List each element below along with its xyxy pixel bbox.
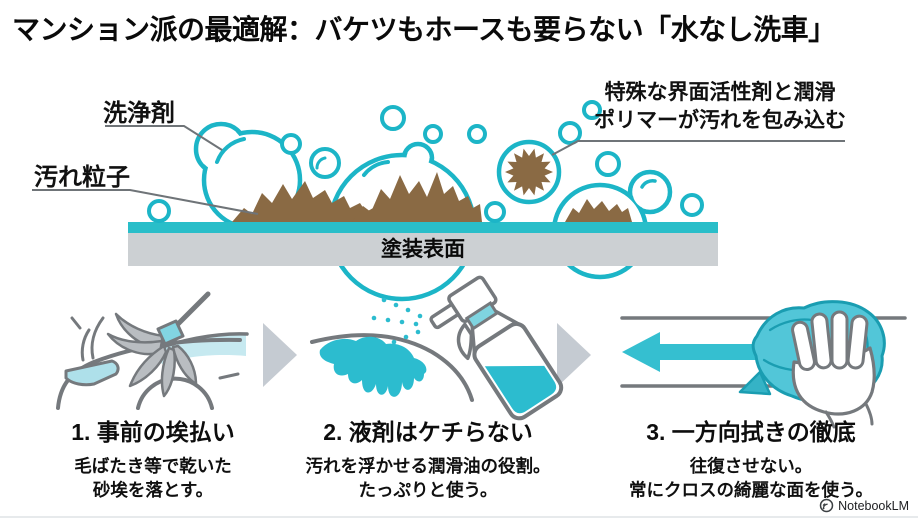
callout-line-2: ポリマーが汚れを包み込む xyxy=(594,109,846,132)
page-title: マンション派の最適解：バケツもホースも要らない「水なし洗車」 xyxy=(12,14,836,45)
feather-duster-car-icon xyxy=(56,291,249,410)
watermark-brand: NotebookLM xyxy=(838,498,909,513)
small-bubbles xyxy=(147,100,704,223)
step-1-desc-line-2: 砂埃を落とす。 xyxy=(92,480,214,501)
leader-lines xyxy=(32,125,845,215)
dirt-particle-label: 汚れ粒子 xyxy=(34,164,130,191)
encapsulated-dirt-bubble xyxy=(496,139,562,205)
paint-surface xyxy=(128,222,718,266)
spray-bottle-icon xyxy=(310,275,564,421)
surfactant-callout: 特殊な界面活性剤と潤滑 ポリマーが汚れを包み込む xyxy=(563,79,877,135)
dirt-particles-on-surface xyxy=(232,172,632,222)
step-2: 2. 液剤はケチらない 汚れを浮かせる潤滑油の役割。 たっぷりと使う。 xyxy=(288,413,568,502)
arrow-step1-to-step2 xyxy=(263,323,297,387)
step-3-desc-line-2: 常にクロスの綺麗な面を使う。 xyxy=(629,480,873,501)
step-1-title: 1. 事前の埃払い xyxy=(71,419,235,445)
wiping-hand-cloth-icon xyxy=(620,300,907,429)
notebooklm-logo-icon xyxy=(819,498,834,513)
step-2-desc-line-1: 汚れを浮かせる潤滑油の役割。 xyxy=(305,456,551,476)
spray-mist-dots xyxy=(371,297,423,350)
callout-line-1: 特殊な界面活性剤と潤滑 xyxy=(604,81,836,104)
step-3-title: 3. 一方向拭きの徹底 xyxy=(646,419,856,445)
paint-surface-label: 塗装表面 xyxy=(381,238,465,261)
step-arrows xyxy=(263,323,591,387)
step-2-title: 2. 液剤はケチらない xyxy=(323,419,533,445)
wipe-direction-arrow xyxy=(622,332,762,372)
bubble-highlight xyxy=(315,156,327,170)
step-3: 3. 一方向拭きの徹底 往復させない。 常にクロスの綺麗な面を使う。 xyxy=(590,413,912,502)
step-3-desc-line-1: 往復させない。 xyxy=(689,456,813,476)
step-1: 1. 事前の埃払い 毛ばたき等で乾いた 砂埃を落とす。 xyxy=(33,413,273,502)
step-1-desc-line-1: 毛ばたき等で乾いた xyxy=(74,456,232,476)
cleaner-label: 洗浄剤 xyxy=(103,100,175,127)
step-2-desc-line-2: たっぷりと使う。 xyxy=(358,480,498,501)
bubbles-and-dirt-diagram xyxy=(32,100,845,302)
liquid-splotch xyxy=(319,336,427,397)
hand xyxy=(791,310,876,429)
arrow-step2-to-step3 xyxy=(557,323,591,387)
watermark: NotebookLM xyxy=(819,498,909,513)
